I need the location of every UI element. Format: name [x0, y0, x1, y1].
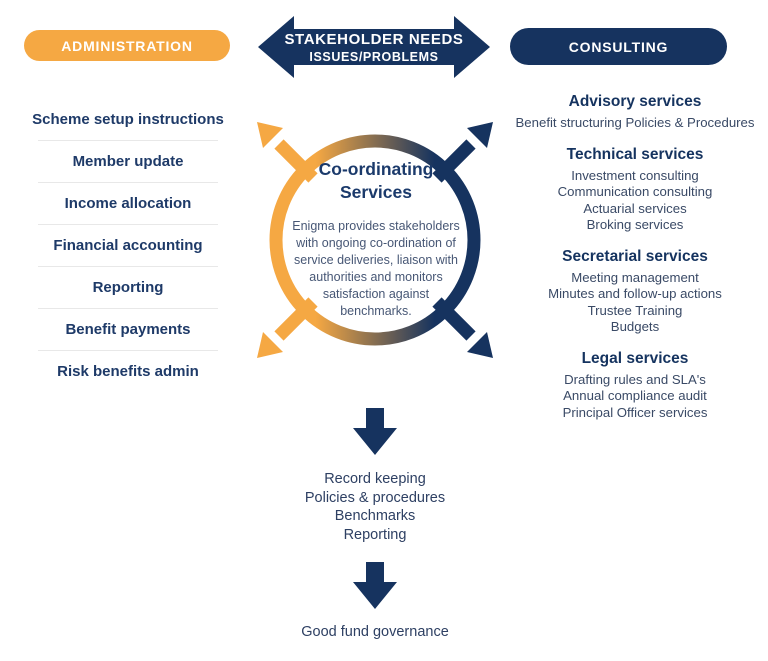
divider: [38, 350, 218, 351]
stakeholder-needs-label: STAKEHOLDER NEEDS: [284, 30, 464, 48]
down-arrow-icon: [353, 562, 397, 609]
coordinating-title-line2: Services: [339, 182, 412, 202]
administration-item: Income allocation: [64, 195, 192, 212]
outcome-item: Policies & procedures: [304, 489, 446, 506]
group-item: Budgets: [610, 319, 660, 334]
administration-item: Benefit payments: [65, 321, 191, 338]
divider: [38, 224, 218, 225]
consulting-group-legal: Legal services Drafting rules and SLA's …: [510, 349, 760, 422]
double-arrow-icon: [258, 16, 490, 78]
group-heading: Legal services: [581, 349, 689, 367]
coordinating-title-line1: Co-ordinating: [318, 159, 434, 179]
administration-item: Reporting: [92, 279, 164, 296]
group-item: Benefit structuring Policies & Procedure…: [515, 115, 755, 130]
stakeholder-needs-arrow: STAKEHOLDER NEEDS ISSUES/PROBLEMS: [258, 13, 490, 81]
group-item: Drafting rules and SLA's: [564, 371, 706, 387]
consulting-pill: CONSULTING: [510, 28, 727, 65]
consulting-services-list: Advisory services Benefit structuring Po…: [510, 92, 760, 434]
divider: [38, 140, 218, 141]
administration-item: Risk benefits admin: [57, 363, 199, 380]
issues-problems-label: ISSUES/PROBLEMS: [309, 49, 439, 64]
coordinating-title: Co-ordinating Services: [286, 158, 466, 204]
consulting-group-secretarial: Secretarial services Meeting management …: [510, 247, 760, 336]
final-outcome-label: Good fund governance: [301, 624, 449, 640]
outcome-item: Reporting: [343, 526, 407, 543]
divider: [38, 182, 218, 183]
administration-item: Scheme setup instructions: [32, 111, 224, 128]
down-arrow-icon: [353, 408, 397, 455]
divider: [38, 308, 218, 309]
coordinating-ring-icon: [257, 122, 493, 358]
group-heading: Advisory services: [568, 93, 702, 110]
administration-item: Member update: [72, 153, 184, 170]
divider: [38, 266, 218, 267]
group-heading: Secretarial services: [562, 247, 708, 265]
administration-item: Financial accounting: [53, 237, 203, 254]
group-item: Communication consulting: [557, 184, 713, 199]
group-item: Actuarial services: [583, 200, 687, 216]
consulting-group-technical: Technical services Investment consulting…: [510, 145, 760, 234]
outcomes-list: Record keeping Policies & procedures Ben…: [275, 470, 475, 544]
group-item: Annual compliance audit: [563, 388, 707, 403]
outcome-item: Record keeping: [324, 471, 426, 487]
stakeholder-arrow-text: STAKEHOLDER NEEDS ISSUES/PROBLEMS: [258, 13, 490, 81]
group-item: Trustee Training: [587, 302, 683, 318]
administration-list: Scheme setup instructions Member update …: [20, 99, 236, 392]
group-heading: Technical services: [566, 145, 704, 163]
coordinating-description: Enigma provides stakeholders with ongoin…: [292, 219, 460, 318]
outcome-item: Benchmarks: [334, 508, 416, 524]
group-item: Meeting management: [571, 269, 699, 285]
group-item: Principal Officer services: [562, 404, 708, 420]
group-item: Investment consulting: [571, 167, 699, 183]
consulting-group-advisory: Advisory services Benefit structuring Po…: [510, 92, 760, 132]
group-item: Broking services: [586, 217, 684, 232]
administration-pill: ADMINISTRATION: [24, 30, 230, 61]
coordinating-services-panel: Co-ordinating Services Enigma provides s…: [286, 158, 466, 320]
group-item: Minutes and follow-up actions: [548, 286, 722, 301]
